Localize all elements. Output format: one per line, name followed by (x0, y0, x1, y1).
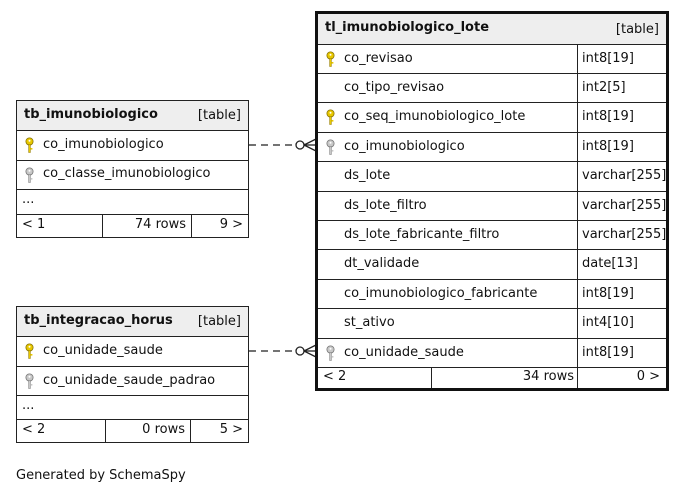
column-name: co_imunobiologico (43, 137, 164, 152)
column-name: co_seq_imunobiologico_lote (344, 109, 526, 124)
children-count[interactable]: 9 > (219, 217, 243, 232)
column-row: co_seq_imunobiologico_lote int8[19] (318, 102, 666, 132)
divider (577, 45, 578, 73)
table-header: tl_imunobiologico_lote [table] (318, 14, 666, 44)
column-row: ds_lote varchar[255] (318, 161, 666, 191)
children-count[interactable]: 0 > (636, 369, 660, 384)
column-row: co_classe_imunobiologico (17, 160, 248, 189)
column-name: co_imunobiologico_fabricante (344, 286, 538, 301)
column-name: co_tipo_revisao (344, 80, 445, 95)
divider (190, 420, 191, 442)
column-name: ds_lote_fabricante_filtro (344, 227, 500, 242)
key-icon (25, 137, 34, 158)
column-row: co_revisao int8[19] (318, 44, 666, 73)
table-type-label: [table] (197, 108, 241, 123)
column-row: co_imunobiologico (17, 130, 248, 160)
column-type: varchar[255] (582, 198, 667, 213)
column-type: varchar[255] (582, 227, 667, 242)
more-columns-row: ... (17, 189, 248, 214)
relationship-unidade-saude (249, 344, 317, 358)
divider (102, 215, 103, 237)
row-count: 34 rows (522, 369, 574, 384)
table-tb-integracao-horus[interactable]: tb_integracao_horus [table] co_unidade_s… (16, 306, 249, 443)
table-footer: < 1 74 rows 9 > (17, 214, 248, 237)
column-type: int8[19] (582, 139, 634, 154)
column-type: int2[5] (582, 80, 626, 95)
table-name: tb_imunobiologico (24, 107, 158, 122)
key-icon (25, 167, 34, 188)
table-tb-imunobiologico[interactable]: tb_imunobiologico [table] co_imunobiolog… (16, 100, 249, 238)
column-name: co_unidade_saude (344, 345, 464, 360)
column-name: st_ativo (344, 315, 395, 330)
key-icon (326, 51, 335, 72)
divider (577, 103, 578, 132)
key-icon (326, 109, 335, 130)
parents-count[interactable]: < 2 (22, 422, 46, 437)
divider (577, 74, 578, 102)
table-tl-imunobiologico-lote[interactable]: tl_imunobiologico_lote [table] co_revisa… (315, 11, 669, 391)
relationship-imunobiologico (249, 138, 317, 152)
column-type: int8[19] (582, 345, 634, 360)
column-row: ds_lote_filtro varchar[255] (318, 191, 666, 220)
divider (577, 368, 578, 388)
table-type-label: [table] (197, 314, 241, 329)
column-row: co_imunobiologico int8[19] (318, 132, 666, 161)
column-type: int8[19] (582, 51, 634, 66)
divider (577, 309, 578, 338)
key-icon (25, 373, 34, 394)
divider (577, 339, 578, 367)
column-row: co_unidade_saude (17, 336, 248, 366)
divider (577, 280, 578, 308)
column-type: varchar[255] (582, 168, 667, 183)
column-name: co_unidade_saude_padrao (43, 373, 216, 388)
table-header: tb_integracao_horus [table] (17, 307, 248, 336)
ellipsis: ... (22, 398, 35, 413)
key-icon (326, 139, 335, 160)
column-row: co_unidade_saude int8[19] (318, 338, 666, 367)
divider (577, 250, 578, 279)
key-icon (25, 343, 34, 364)
column-row: co_unidade_saude_padrao (17, 366, 248, 395)
column-type: int8[19] (582, 286, 634, 301)
divider (431, 368, 432, 388)
divider (577, 162, 578, 191)
table-name: tb_integracao_horus (24, 313, 173, 328)
ellipsis: ... (22, 192, 35, 207)
parents-count[interactable]: < 2 (323, 369, 347, 384)
column-name: co_unidade_saude (43, 343, 163, 358)
more-columns-row: ... (17, 395, 248, 419)
divider (577, 221, 578, 249)
column-row: st_ativo int4[10] (318, 308, 666, 338)
row-count: 0 rows (142, 422, 185, 437)
column-row: dt_validade date[13] (318, 249, 666, 279)
key-icon (326, 345, 335, 366)
column-name: co_revisao (344, 51, 413, 66)
column-type: date[13] (582, 256, 638, 271)
column-name: co_classe_imunobiologico (43, 166, 211, 181)
children-count[interactable]: 5 > (219, 422, 243, 437)
column-name: co_imunobiologico (344, 139, 465, 154)
column-row: co_imunobiologico_fabricante int8[19] (318, 279, 666, 308)
column-type: int4[10] (582, 315, 634, 330)
table-footer: < 2 0 rows 5 > (17, 419, 248, 442)
column-type: int8[19] (582, 109, 634, 124)
divider (577, 133, 578, 161)
row-count: 74 rows (134, 217, 186, 232)
divider (577, 192, 578, 220)
divider (105, 420, 106, 442)
column-name: dt_validade (344, 256, 420, 271)
column-row: co_tipo_revisao int2[5] (318, 73, 666, 102)
column-name: ds_lote_filtro (344, 198, 427, 213)
table-type-label: [table] (615, 22, 659, 37)
table-footer: < 2 34 rows 0 > (318, 367, 666, 388)
table-name: tl_imunobiologico_lote (325, 20, 490, 35)
column-row: ds_lote_fabricante_filtro varchar[255] (318, 220, 666, 249)
column-name: ds_lote (344, 168, 391, 183)
divider (191, 215, 192, 237)
parents-count[interactable]: < 1 (22, 217, 46, 232)
table-header: tb_imunobiologico [table] (17, 101, 248, 130)
generated-by-note: Generated by SchemaSpy (16, 468, 186, 483)
